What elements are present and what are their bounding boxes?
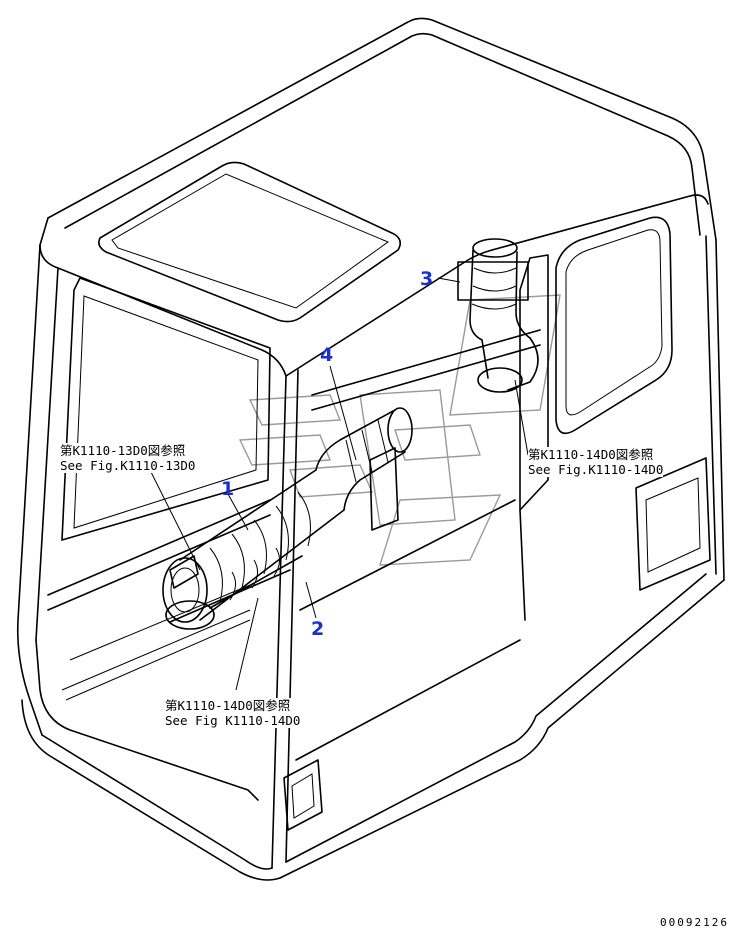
right-door xyxy=(295,216,673,761)
callout-2: 2 xyxy=(311,618,325,640)
reference-14d0-right-jp: 第K1110-14D0図参照 xyxy=(528,447,654,462)
reference-14d0-right: 第K1110-14D0図参照 See Fig.K1110-14D0 xyxy=(528,447,664,477)
reference-14d0-bottom-en: See Fig K1110-14D0 xyxy=(165,713,301,728)
duct-part-2 xyxy=(165,547,303,630)
leader-lines xyxy=(149,277,529,691)
reference-14d0-right-en: See Fig.K1110-14D0 xyxy=(528,462,664,477)
door-handle xyxy=(283,759,323,831)
reference-13d0-en: See Fig.K1110-13D0 xyxy=(60,458,196,473)
cab-shell xyxy=(16,17,725,881)
left-door-panel xyxy=(35,584,259,801)
callout-3: 3 xyxy=(420,268,434,290)
document-number: 00092126 xyxy=(660,916,729,929)
reference-14d0-bottom: 第K1110-14D0図参照 See Fig K1110-14D0 xyxy=(165,698,301,728)
duct-part-1 xyxy=(162,469,345,623)
duct-part-3 xyxy=(457,238,539,393)
watermark-logo xyxy=(238,294,561,566)
duct-part-4 xyxy=(315,407,413,531)
rear-vent xyxy=(635,457,711,591)
reference-14d0-bottom-jp: 第K1110-14D0図参照 xyxy=(165,698,291,713)
reference-13d0-jp: 第K1110-13D0図参照 xyxy=(60,443,186,458)
callout-1: 1 xyxy=(221,478,235,500)
reference-13d0: 第K1110-13D0図参照 See Fig.K1110-13D0 xyxy=(60,443,196,473)
skylight xyxy=(98,161,402,323)
callout-4: 4 xyxy=(320,344,334,366)
